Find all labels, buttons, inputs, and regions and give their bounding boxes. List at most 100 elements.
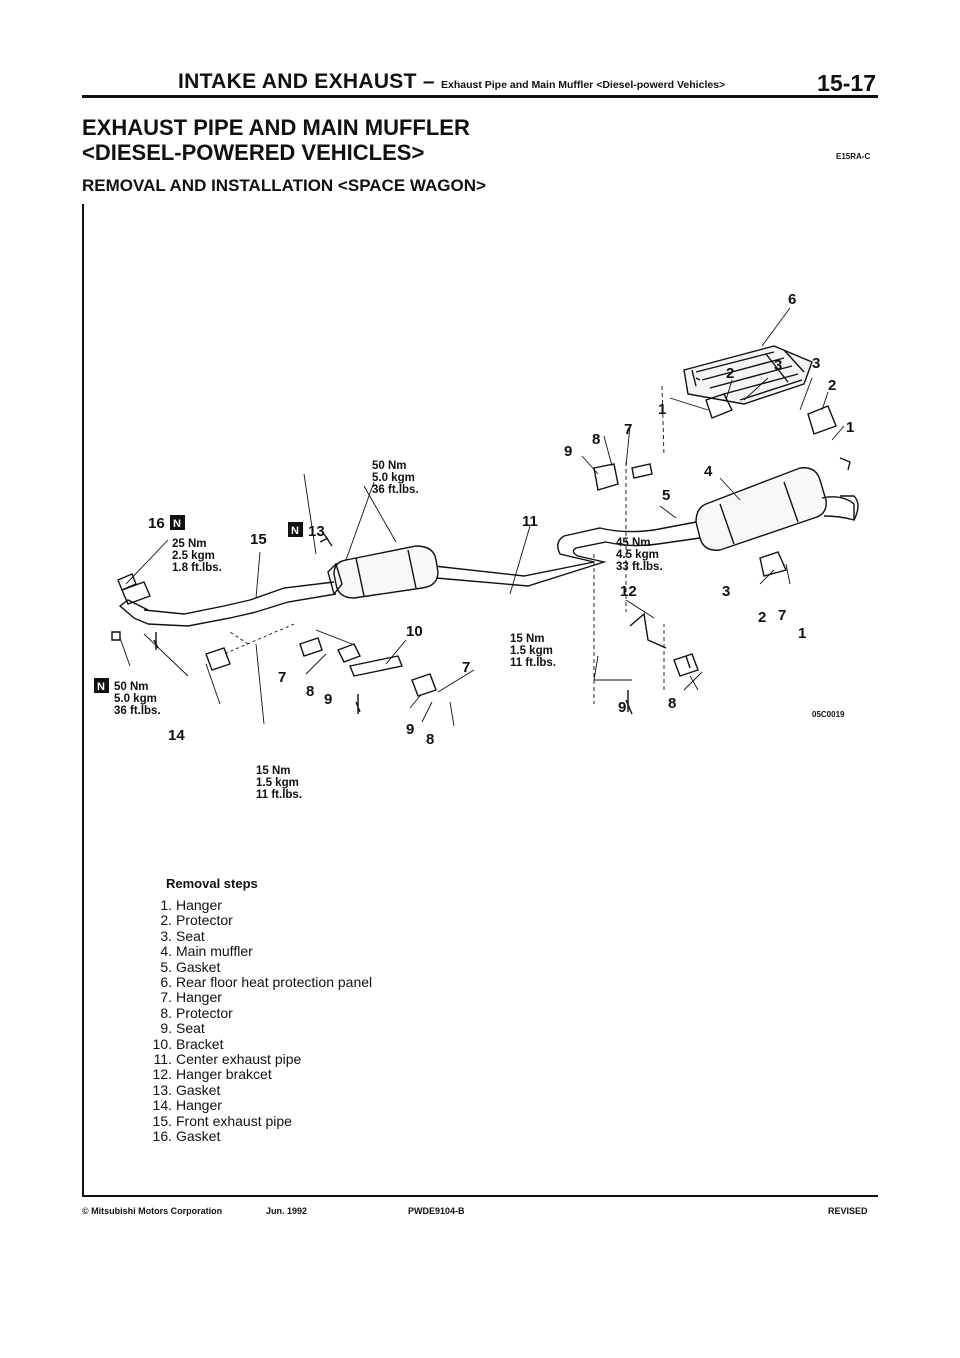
- new-part-mark: N: [288, 522, 303, 537]
- footer-doc-number: PWDE9104-B: [408, 1206, 465, 1216]
- callout-8: 8: [426, 731, 434, 748]
- svg-text:25 Nm: 25 Nm: [172, 538, 207, 550]
- callout-4: 4: [704, 463, 713, 480]
- callout-9: 9: [324, 691, 332, 708]
- callout-8: 8: [306, 683, 314, 700]
- new-part-mark: N: [170, 515, 185, 530]
- callout-2: 2: [758, 609, 766, 626]
- list-item: 9.Seat: [160, 1020, 205, 1037]
- callout-9: 9: [618, 699, 626, 716]
- callout-7: 7: [278, 669, 286, 686]
- list-item: 5.Gasket: [160, 958, 221, 975]
- torque-spec-manifold: 50 Nm 5.0 kgm 36 ft.lbs.: [114, 681, 161, 717]
- callout-12: 12: [620, 583, 637, 600]
- svg-text:4.5 kgm: 4.5 kgm: [616, 549, 659, 561]
- list-item: 2.Protector: [160, 912, 233, 929]
- svg-text:33 ft.lbs.: 33 ft.lbs.: [616, 561, 663, 573]
- callout-8: 8: [668, 695, 676, 712]
- removal-steps-title: Removal steps: [166, 876, 258, 891]
- footer-date: Jun. 1992: [266, 1206, 308, 1216]
- svg-text:11 ft.lbs.: 11 ft.lbs.: [256, 789, 302, 801]
- leader-lines: [119, 307, 845, 727]
- svg-text:15 Nm: 15 Nm: [256, 765, 291, 777]
- footer-rule: [82, 1195, 878, 1197]
- svg-text:1.8 ft.lbs.: 1.8 ft.lbs.: [172, 562, 222, 574]
- svg-text:N: N: [173, 518, 181, 530]
- callout-14: 14: [168, 727, 185, 744]
- section-code: E15RA-C: [836, 152, 871, 161]
- header-subsection: Exhaust Pipe and Main Muffler <Diesel-po…: [441, 79, 726, 91]
- list-item: 1.Hanger: [160, 897, 222, 913]
- list-item: 14.Hanger: [152, 1097, 222, 1114]
- svg-text:2.5 kgm: 2.5 kgm: [172, 550, 215, 562]
- footer-status: REVISED: [828, 1206, 868, 1216]
- callout-2: 2: [828, 377, 836, 394]
- svg-text:1.5 kgm: 1.5 kgm: [256, 777, 299, 789]
- torque-spec-center-flange: 50 Nm 5.0 kgm 36 ft.lbs.: [372, 460, 419, 496]
- callout-8: 8: [592, 431, 600, 448]
- callout-5: 5: [662, 487, 670, 504]
- list-item: 10.Bracket: [152, 1035, 224, 1052]
- callout-6: 6: [788, 291, 796, 308]
- new-part-mark: N: [94, 678, 109, 693]
- svg-text:50 Nm: 50 Nm: [114, 681, 149, 693]
- removal-steps: Removal steps 1.Hanger 2.Protector 3.Sea…: [140, 876, 640, 1145]
- callout-1: 1: [798, 625, 806, 642]
- svg-text:5.0 kgm: 5.0 kgm: [114, 693, 157, 705]
- header-title: INTAKE AND EXHAUST – Exhaust Pipe and Ma…: [178, 70, 725, 94]
- page-subtitle: REMOVAL AND INSTALLATION <SPACE WAGON>: [82, 176, 486, 195]
- callout-11: 11: [522, 513, 538, 530]
- svg-text:36 ft.lbs.: 36 ft.lbs.: [372, 484, 419, 496]
- callout-7: 7: [462, 659, 470, 676]
- callout-1: 1: [846, 419, 854, 436]
- left-rule: [82, 204, 84, 1196]
- figure-code: 05C0019: [812, 710, 845, 719]
- callout-1: 1: [658, 401, 666, 418]
- svg-text:36 ft.lbs.: 36 ft.lbs.: [114, 705, 161, 717]
- svg-text:11 ft.lbs.: 11 ft.lbs.: [510, 657, 556, 669]
- callout-3: 3: [812, 355, 820, 372]
- callout-7: 7: [778, 607, 786, 624]
- callout-9: 9: [406, 721, 414, 738]
- footer-copyright: © Mitsubishi Motors Corporation: [82, 1206, 223, 1216]
- list-item: 7.Hanger: [160, 989, 222, 1006]
- list-item: 11.Center exhaust pipe: [153, 1051, 302, 1068]
- list-item: 3.Seat: [160, 927, 205, 944]
- callout-15: 15: [250, 531, 267, 548]
- callout-9: 9: [564, 443, 572, 460]
- page-title: EXHAUST PIPE AND MAIN MUFFLER: [82, 115, 470, 140]
- torque-spec-hanger: 15 Nm 1.5 kgm 11 ft.lbs.: [256, 765, 302, 801]
- removal-steps-list: 1.Hanger 2.Protector 3.Seat 4.Main muffl…: [140, 897, 640, 1145]
- page-number: 15-17: [817, 70, 876, 96]
- header-section: INTAKE AND EXHAUST –: [178, 70, 435, 93]
- list-item: 13.Gasket: [152, 1081, 221, 1098]
- list-item: 12.Hanger brakcet: [152, 1066, 272, 1083]
- diagram-line-art: [111, 345, 859, 715]
- callout-13: 13: [308, 523, 325, 540]
- torque-spec-hanger-bracket: 15 Nm 1.5 kgm 11 ft.lbs.: [510, 633, 556, 669]
- svg-text:5.0 kgm: 5.0 kgm: [372, 472, 415, 484]
- exhaust-exploded-diagram: 6 1 2 3 3 2 1 9 8 7 4 5 11 16 15 13 12 3…: [94, 291, 859, 801]
- list-item: 4.Main muffler: [160, 943, 253, 960]
- list-item: 6.Rear floor heat protection panel: [160, 974, 373, 991]
- diagram-callouts: 6 1 2 3 3 2 1 9 8 7 4 5 11 16 15 13 12 3…: [148, 291, 854, 748]
- callout-3: 3: [722, 583, 730, 600]
- svg-text:N: N: [97, 681, 105, 693]
- torque-spec-muffler: 45 Nm 4.5 kgm 33 ft.lbs.: [616, 537, 663, 573]
- list-item: 8.Protector: [160, 1004, 233, 1021]
- callout-3: 3: [774, 357, 782, 374]
- callout-10: 10: [406, 623, 423, 640]
- svg-text:45 Nm: 45 Nm: [616, 537, 651, 549]
- callout-2: 2: [726, 365, 734, 382]
- callout-7: 7: [624, 421, 632, 438]
- svg-text:1.5 kgm: 1.5 kgm: [510, 645, 553, 657]
- torque-specs: 50 Nm 5.0 kgm 36 ft.lbs. 25 Nm 2.5 kgm 1…: [114, 460, 663, 801]
- svg-text:N: N: [291, 525, 299, 537]
- list-item: 16.Gasket: [152, 1128, 221, 1145]
- page-title-variant: <DIESEL-POWERED VEHICLES>: [82, 140, 425, 165]
- callout-16: 16: [148, 515, 165, 532]
- list-item: 15.Front exhaust pipe: [152, 1112, 292, 1129]
- torque-spec-front-flange: 25 Nm 2.5 kgm 1.8 ft.lbs.: [172, 538, 222, 574]
- svg-text:15 Nm: 15 Nm: [510, 633, 545, 645]
- svg-text:50 Nm: 50 Nm: [372, 460, 407, 472]
